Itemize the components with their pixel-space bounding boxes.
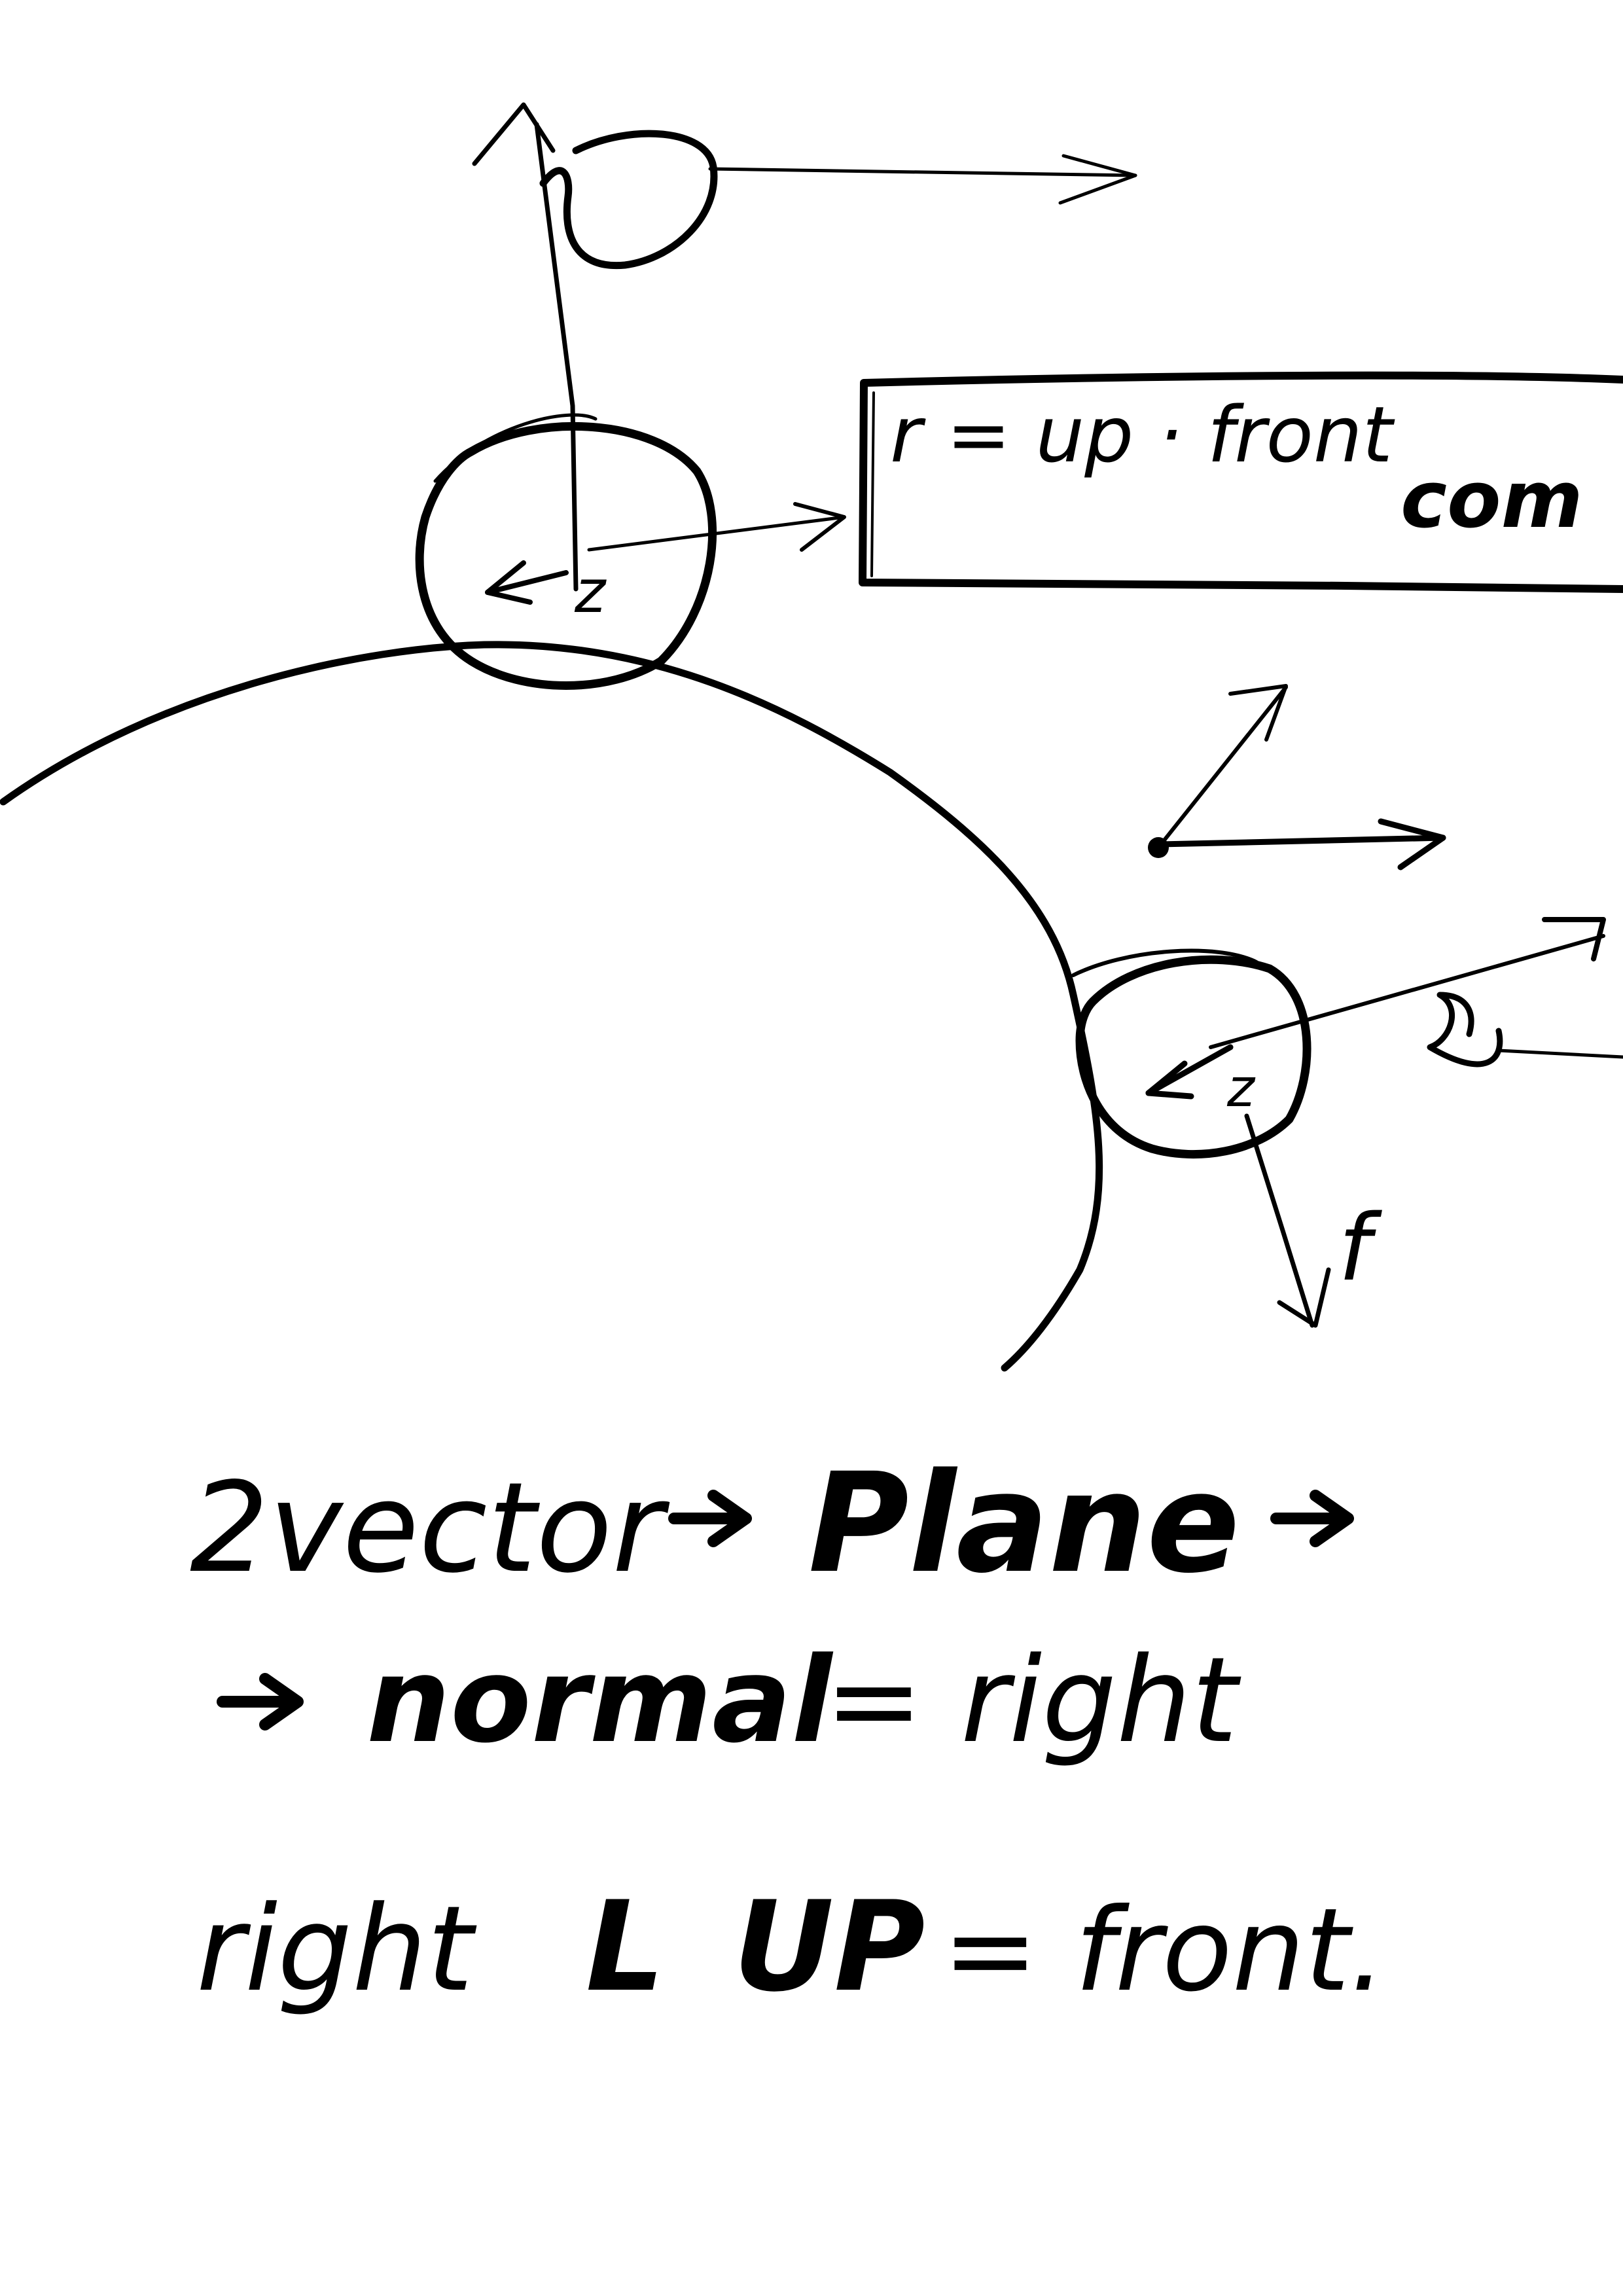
right-up-right-arrow-head [1542,917,1606,961]
top-to-box-arrow [587,515,846,552]
note-line3-part-c: UP [733,1874,925,2019]
axis-diagonal-arrow [1156,685,1288,850]
top-circle-label: z [574,558,607,626]
note-line3-part-a: right [196,1881,477,2018]
axis-horizontal-arrow [1158,834,1446,848]
right-head-line [1497,1049,1623,1059]
axis-horizontal-arrow-head [1378,818,1446,870]
note-line1-part-b: Plane [808,1443,1240,1604]
top-left-arrow-head [485,560,533,605]
front-down-arrow-head [1277,1267,1331,1328]
top-up-arrow-head [472,102,556,166]
note-line3-part-d: = front. [942,1884,1386,2017]
note-line2-part-a: normal [366,1632,834,1769]
right-up-right-arrow [1209,934,1605,1049]
top-right-arrow-shaft [708,167,1137,177]
note-line1-part-a: 2vector [190,1456,669,1600]
note-line1-arrow1-head [707,1490,752,1547]
formula-box [859,371,1623,593]
right-circle-label: z [1226,1058,1256,1119]
top-right-arrow-head [1058,154,1137,205]
top-body-circle-overlap [433,413,597,483]
right-left-arrow-head [1145,1060,1194,1100]
note-line1-arrow2-head [1310,1490,1354,1547]
formula-box-inner-left [870,391,875,577]
top-up-arrow-shaft [534,122,579,592]
right-head-circle [1427,992,1503,1067]
top-body-circle [415,422,717,690]
front-down-arrow [1244,1113,1315,1328]
formula-box-line2: com [1400,455,1583,546]
top-left-arrow [485,570,569,595]
note-line2-part-b: = right [825,1632,1241,1769]
formula-box-line1: r = up · front [890,389,1395,480]
note-line3-part-b: L [586,1874,665,2019]
top-to-box-arrow-head [793,502,846,552]
top-head-circle [539,130,718,270]
note-line2-arrow-head [259,1673,304,1731]
right-body-circle-overlap [1071,948,1258,977]
planet-surface-arc [0,641,1103,1372]
axis-diagonal-arrow-head [1228,684,1288,742]
right-body-circle [1075,955,1311,1158]
